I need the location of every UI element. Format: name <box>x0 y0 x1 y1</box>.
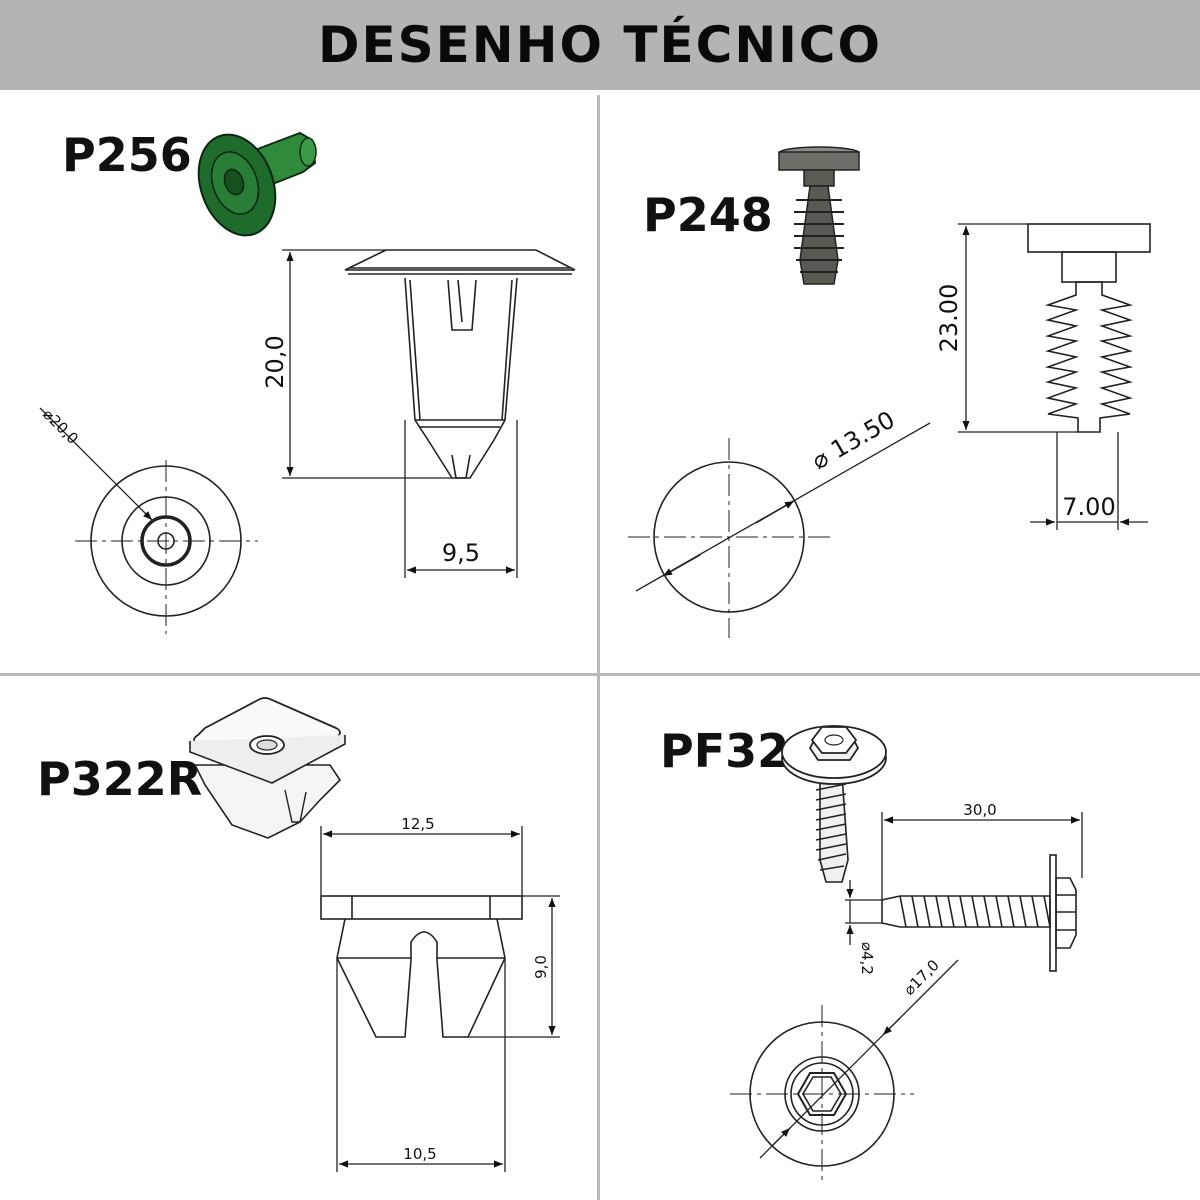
pf32-dim-washer: ⌀17,0 <box>900 956 943 999</box>
p248-top-view <box>628 438 830 638</box>
part-code-p256: P256 <box>62 128 192 182</box>
pf32-dimensions <box>759 812 1083 1159</box>
p248-dim-height: 23.00 <box>935 284 963 353</box>
p322r-3d-render <box>189 697 346 839</box>
pf32-3d-render <box>781 725 887 883</box>
quadrant-divider-vertical <box>597 95 600 1200</box>
pf32-side-view <box>881 854 1077 972</box>
p256-top-view <box>75 460 258 634</box>
part-code-p322r: P322R <box>37 752 203 806</box>
p256-dim-diameter: ⌀20,0 <box>39 405 82 448</box>
pf32-dim-shank: ⌀4,2 <box>858 942 876 975</box>
p256-side-view <box>344 249 576 479</box>
part-code-pf32: PF32 <box>660 724 790 778</box>
p248-side-view <box>1027 223 1151 433</box>
p322r-dim-height: 9,0 <box>532 955 550 979</box>
p256-3d-render <box>197 131 317 237</box>
p256-dimensions <box>39 249 518 578</box>
p322r-side-view <box>320 895 523 1038</box>
part-code-p248: P248 <box>643 188 773 242</box>
p256-dim-height: 20,0 <box>261 335 289 388</box>
page-title: DESENHO TÉCNICO <box>317 16 883 74</box>
quadrant-divider-horizontal <box>0 673 1200 676</box>
pf32-dim-length: 30,0 <box>963 801 996 819</box>
p248-dim-width: 7.00 <box>1062 493 1115 521</box>
p322r-dimensions <box>320 826 560 1172</box>
p248-dim-diameter: ⌀ 13.50 <box>807 406 900 476</box>
p248-3d-render <box>778 146 860 285</box>
p256-dim-width: 9,5 <box>442 539 480 567</box>
pf32-top-view <box>730 1005 914 1185</box>
p322r-dim-bottom-width: 10,5 <box>403 1145 436 1163</box>
p322r-dim-top-width: 12,5 <box>401 815 434 833</box>
p248-dimensions <box>635 223 1148 592</box>
header-banner: DESENHO TÉCNICO <box>0 0 1200 90</box>
